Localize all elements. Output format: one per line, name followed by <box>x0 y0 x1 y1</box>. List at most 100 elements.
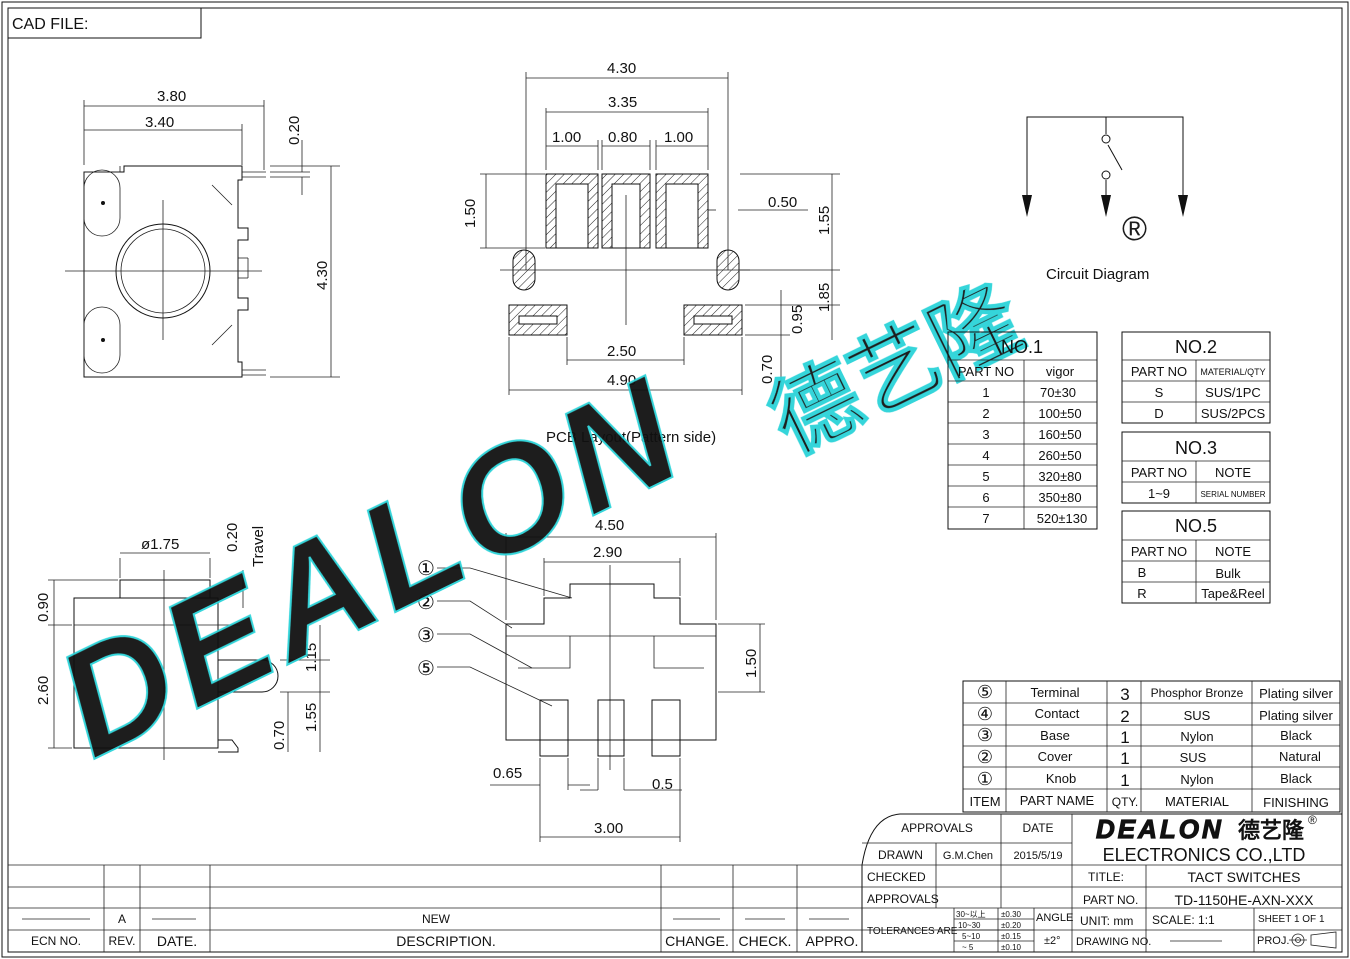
no3-header-part: PART NO <box>1131 465 1187 480</box>
dim-4-30-top: 4.30 <box>607 60 636 77</box>
no2-cell: SUS/1PC <box>1205 385 1261 400</box>
drawing-title: TACT SWITCHES <box>1187 869 1300 885</box>
no3-title: NO.3 <box>1175 438 1217 458</box>
terminal-left <box>539 699 569 757</box>
dim-2-90: 2.90 <box>593 544 622 561</box>
dim-0-70-pcb: 0.70 <box>759 355 776 384</box>
dim-1-00-right: 1.00 <box>664 129 693 146</box>
date-col-header: DATE. <box>157 933 197 949</box>
dim-1-55-pcb: 1.55 <box>816 206 833 235</box>
bom-qty: 1 <box>1120 728 1129 747</box>
dim-1-00-left: 1.00 <box>552 129 581 146</box>
no1-cell: 320±80 <box>1038 469 1081 484</box>
dim-1-85: 1.85 <box>816 283 833 312</box>
dim-4-50: 4.50 <box>595 517 624 534</box>
dim-phi-1-75: ø1.75 <box>141 536 179 553</box>
dim-0-70-side: 0.70 <box>271 721 288 750</box>
tol-value: ±0.10 <box>1001 943 1022 952</box>
table-no2: NO.2 PART NO MATERIAL/QTY S SUS/1PC D SU… <box>1121 331 1271 424</box>
no2-cell: SUS/2PCS <box>1201 406 1266 421</box>
dim-3-40: 3.40 <box>145 114 174 131</box>
top-view: 3.80 3.40 4.30 0.20 <box>65 88 340 378</box>
change-header: CHANGE. <box>665 933 729 949</box>
bom-header-material: MATERIAL <box>1165 794 1229 809</box>
bom-finishing: Black <box>1280 728 1312 743</box>
logo-registered: ® <box>1308 813 1317 827</box>
dim-1-15: 1.15 <box>303 643 320 672</box>
bom-item: ③ <box>977 725 993 745</box>
no1-cell: 5 <box>982 469 989 484</box>
no5-cell: B <box>1138 565 1147 580</box>
checked-label: CHECKED <box>867 870 926 884</box>
no2-header-material: MATERIAL/QTY <box>1200 367 1265 377</box>
part-number: TD-1150HE-AXN-XXX <box>1174 892 1314 908</box>
dim-2-50: 2.50 <box>607 343 636 360</box>
table-no5: NO.5 PART NO NOTE B Bulk R Tape&Reel <box>1121 510 1271 604</box>
side-view: ø1.75 0.20 Travel 0.90 2.60 1.15 1.55 0.… <box>35 523 330 760</box>
travel-label: Travel <box>250 526 267 567</box>
angle-value: ±2° <box>1044 935 1061 947</box>
title-label: TITLE: <box>1088 870 1124 884</box>
approvals-label: APPROVALS <box>867 892 939 906</box>
tolerances-label: TOLERANCES ARE <box>867 926 958 937</box>
dim-0-20-travel: 0.20 <box>224 523 241 552</box>
drawn-label: DRAWN <box>878 848 923 862</box>
bom-material: Nylon <box>1180 729 1213 744</box>
angle-label: ANGLE <box>1036 912 1073 924</box>
bom-finishing: Plating silver <box>1259 708 1333 723</box>
bom-material: Nylon <box>1180 772 1213 787</box>
no5-header-note: NOTE <box>1215 544 1251 559</box>
callout-3: ③ <box>417 625 435 647</box>
dim-1-55-side: 1.55 <box>303 703 320 732</box>
pcb-caption: PCB Layout(Pattern side) <box>546 429 716 446</box>
tol-range: 10~30 <box>958 921 981 930</box>
bom-header-item: ITEM <box>969 794 1000 809</box>
no1-cell: 160±50 <box>1038 427 1081 442</box>
dim-0-90: 0.90 <box>35 593 52 622</box>
no5-header-part: PART NO <box>1131 544 1187 559</box>
bom-qty: 1 <box>1120 749 1129 768</box>
company-name: ELECTRONICS CO.,LTD <box>1103 845 1306 865</box>
description-header: DESCRIPTION. <box>396 933 496 949</box>
dim-0-65: 0.65 <box>493 765 522 782</box>
rev-header: REV. <box>109 934 136 948</box>
check-header: CHECK. <box>739 933 792 949</box>
no1-cell: 100±50 <box>1038 406 1081 421</box>
no3-cell: 1~9 <box>1148 486 1170 501</box>
pcb-layout: 4.30 3.35 1.00 0.80 1.00 1.50 <box>462 60 840 446</box>
watermark-registered: ® <box>1122 210 1147 248</box>
dim-1-50-front: 1.50 <box>743 649 760 678</box>
no1-header-part: PART NO <box>958 364 1014 379</box>
watermark-text: DEALON <box>32 344 707 788</box>
no5-cell: R <box>1137 586 1146 601</box>
no1-header-vigor: vigor <box>1046 364 1075 379</box>
bom-part-name: Cover <box>1038 749 1073 764</box>
tol-value: ±0.30 <box>1001 910 1022 919</box>
dim-0-5: 0.5 <box>652 776 673 793</box>
bom-finishing: Black <box>1280 771 1312 786</box>
bom-header-qty: QTY. <box>1112 795 1138 809</box>
no1-cell: 260±50 <box>1038 448 1081 463</box>
rev-letter: A <box>118 912 126 926</box>
bom-item: ⑤ <box>977 682 993 702</box>
bom-part-name: Knob <box>1046 771 1076 786</box>
tol-range: ~ 5 <box>962 943 974 952</box>
no1-cell: 6 <box>982 490 989 505</box>
no5-cell: Bulk <box>1215 566 1241 581</box>
bom-header-finishing: FINISHING <box>1263 795 1329 810</box>
inner-border <box>7 7 1343 953</box>
no1-title: NO.1 <box>1001 337 1043 357</box>
title-block: APPROVALS DATE DRAWN G.M.Chen 2015/5/19 … <box>861 813 1342 952</box>
unit-label: UNIT: mm <box>1080 914 1133 928</box>
revision-block: A NEW ECN NO. REV. DATE. DESCRIPTION. CH… <box>8 864 862 952</box>
projection-symbol <box>1289 931 1337 949</box>
bom-item: ① <box>977 769 993 789</box>
drawn-by: G.M.Chen <box>943 850 993 862</box>
drawn-date: 2015/5/19 <box>1014 850 1063 862</box>
ecn-header: ECN NO. <box>31 934 81 948</box>
no3-cell: SERIAL NUMBER <box>1200 490 1265 499</box>
drawing-no-label: DRAWING NO. <box>1076 936 1151 948</box>
no1-cell: 350±80 <box>1038 490 1081 505</box>
